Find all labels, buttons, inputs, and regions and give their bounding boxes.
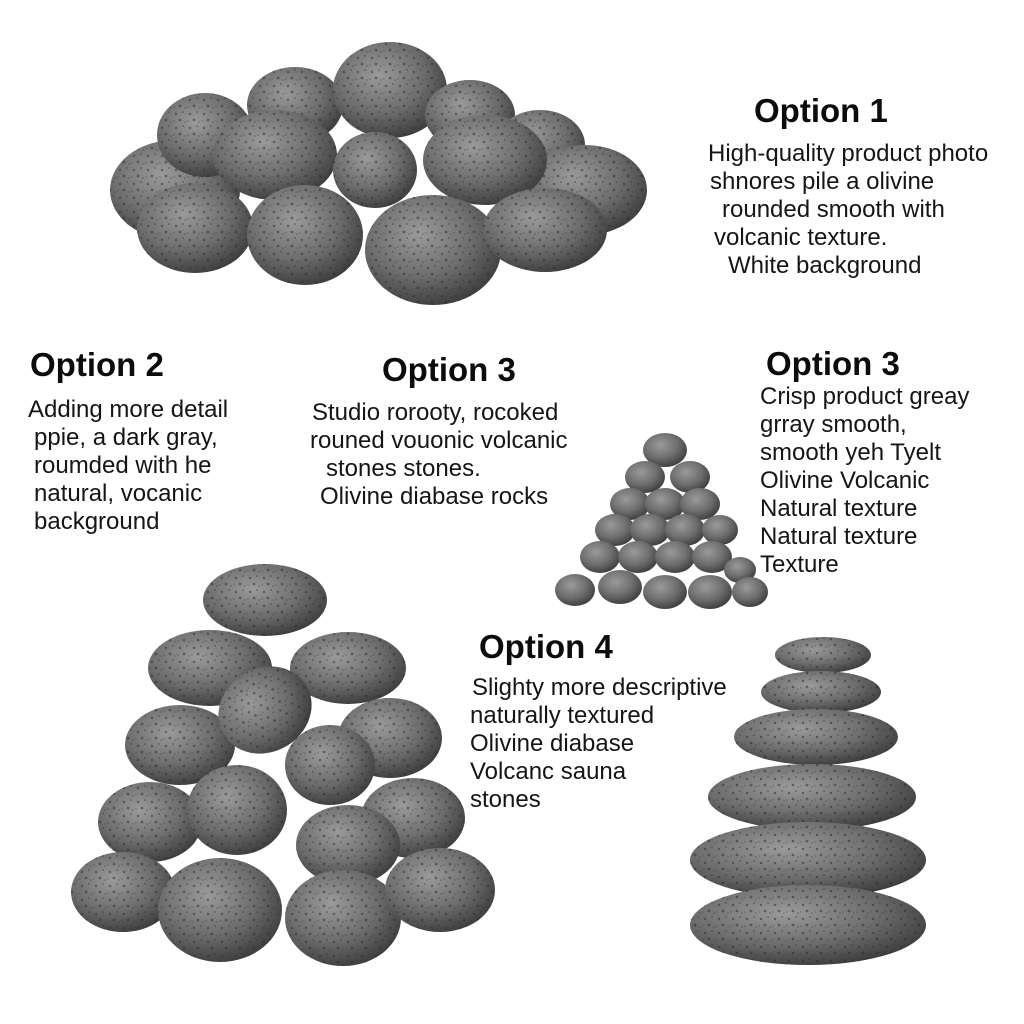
option-3-right-line: grray smooth, [760,411,907,438]
option-3-center-line: rouned vouonic volcanic [310,427,568,454]
option-3-right-line: Texture [760,551,839,578]
option-4-line: Olivine diabase [470,730,635,757]
stone-cairn-image [688,635,938,975]
option-3-right-block: Option 3 Crisp product greay grray smoot… [760,345,969,579]
option-3-center-heading: Option 3 [382,351,516,388]
option-3-center-line: Studio rorooty, rocoked [312,399,559,426]
large-stone-pyramid-image [65,560,510,980]
stone-pile-image [75,40,655,310]
option-3-right-line: Natural texture [760,523,918,550]
option-2-block: Option 2 Adding more detail ppie, a dark… [28,346,228,536]
option-3-right-heading: Option 3 [766,345,900,382]
option-3-right-line: smooth yeh Tyelt [760,439,941,466]
option-1-heading: Option 1 [754,92,888,129]
option-2-heading: Option 2 [30,346,164,383]
option-4-line: Volcanc sauna [470,758,627,785]
option-2-line: roumded with he [34,452,212,479]
option-3-right-line: Natural texture [760,495,918,522]
option-4-line: naturally textured [470,702,655,729]
option-1-block: Option 1 High-quality product photo shno… [708,92,988,280]
option-1-line: High-quality product photo [708,140,989,167]
small-stone-pyramid-image [550,432,770,622]
option-3-right-line: Crisp product greay [760,383,970,410]
option-4-line: Slighty more descriptive [472,674,727,701]
option-1-line: White background [728,252,922,279]
option-4-block: Option 4 Slighty more descriptive natura… [470,628,727,814]
option-2-line: Adding more detail [28,396,229,423]
option-2-line: ppie, a dark gray, [34,424,218,451]
option-4-heading: Option 4 [479,628,613,665]
option-3-center-block: Option 3 Studio rorooty, rocoked rouned … [310,351,568,511]
option-1-line: shnores pile a olivine [710,168,935,195]
option-1-line: rounded smooth with [722,196,945,223]
option-2-line: background [34,508,160,535]
option-3-center-line: stones stones. [326,455,481,482]
option-3-right-line: Olivine Volcanic [760,467,930,494]
option-1-line: volcanic texture. [714,224,888,251]
option-2-line: natural, vocanic [34,480,203,507]
option-4-line: stones [470,786,541,813]
option-3-center-line: Olivine diabase rocks [320,483,549,510]
